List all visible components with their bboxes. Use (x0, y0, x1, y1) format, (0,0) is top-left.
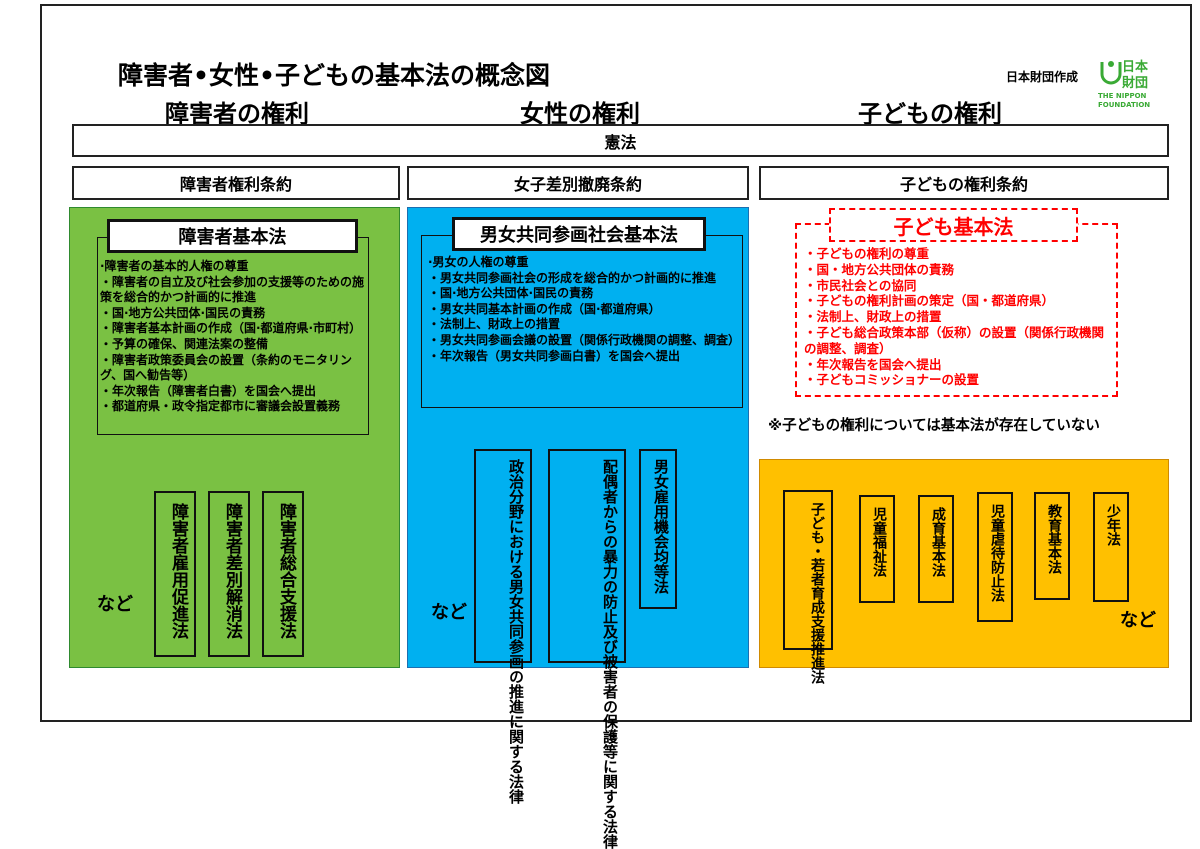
logo-text-en-1: THE NIPPON (1098, 92, 1147, 100)
women-law-items: ·男女の人権の尊重 ・男女共同参画社会の形成を総合的かつ計画的に推進 ・国·地方… (428, 255, 740, 364)
children-item: ・年次報告を国会へ提出 (804, 356, 942, 372)
children-law-items: ・子どもの権利の尊重 ・国・地方公共団体の責務 ・市民社会との協同 ・子どもの権… (804, 246, 1112, 388)
disability-panel (69, 207, 400, 668)
related-law-children-youth: 子ども・若者育成支援推進法 (783, 490, 833, 684)
children-law-title-text: 子ども基本法 (893, 214, 1014, 239)
related-law-disability-employment: 障害者雇用促進法 (154, 491, 196, 657)
related-law-women-employment: 男女雇用機会均等法 (639, 449, 677, 609)
disability-law-items: ·障害者の基本的人権の尊重 ・障害者の自立及び社会参加の支援等のための施策を総合… (100, 259, 368, 415)
disability-etc: など (97, 594, 133, 615)
related-law-women-politics: 政治分野における男女共同参画の推進に関する法律 (474, 449, 532, 804)
children-item: ・子どもの権利の尊重 (804, 246, 930, 261)
women-item: ・法制上、財政上の措置 (428, 317, 561, 332)
treaty-women-label: 女子差別撤廃条約 (513, 175, 642, 194)
children-item: ・法制上、財政上の措置 (804, 309, 942, 325)
disability-item: ·障害者の基本的人権の尊重 (100, 259, 249, 273)
logo-text-en-2: FOUNDATION (1098, 101, 1150, 109)
disability-item: ・障害者政策委員会の設置（条約のモニタリング、国へ勧告等） (100, 352, 353, 383)
children-etc: など (1120, 610, 1156, 631)
related-law-children-welfare: 児童福祉法 (859, 495, 895, 603)
treaty-disability-label: 障害者権利条約 (179, 175, 292, 194)
related-law-disability-support: 障害者総合支援法 (262, 491, 304, 657)
women-item: ·男女の人権の尊重 (428, 255, 529, 269)
women-law-title-text: 男女共同参画社会基本法 (480, 225, 678, 246)
disability-law-title-text: 障害者基本法 (178, 227, 287, 248)
children-law-title: 子ども基本法 (829, 208, 1078, 242)
women-panel (407, 207, 749, 668)
constitution-bar: 憲法 (72, 124, 1169, 157)
disability-item: ・障害者の自立及び社会参加の支援等のための施策を総合的かつ計画的に推進 (100, 274, 365, 305)
constitution-label: 憲法 (604, 132, 637, 152)
heading-women-rights: 女性の権利 (520, 100, 640, 128)
disability-item: ・障害者基本計画の作成（国·都道府県·市町村） (100, 321, 362, 336)
treaty-children-label: 子どもの権利条約 (899, 175, 1028, 194)
related-law-women-dv: 配偶者からの暴力の防止及び被害者の保護等に関する法律 (548, 449, 626, 849)
women-item: ・男女共同参画会議の設置（関係行政機関の調整、調査） (428, 332, 741, 347)
women-item: ・国·地方公共団体·国民の責務 (428, 286, 594, 301)
women-item: ・男女共同基本計画の作成（国·都道府県） (428, 301, 661, 316)
related-law-children-growth: 成育基本法 (918, 495, 954, 603)
outer-frame (40, 4, 1192, 722)
children-item: ・子ども総合政策本部（仮称）の設置（関係行政機関の調整、調査） (804, 324, 1105, 356)
logo-text-2: 財団 (1121, 75, 1148, 91)
disability-law-title: 障害者基本法 (107, 219, 358, 253)
heading-children-rights: 子どもの権利 (858, 100, 1002, 128)
related-law-children-juvenile: 少年法 (1093, 492, 1129, 602)
children-note: ※子どもの権利については基本法が存在していない (768, 418, 1100, 434)
disability-item: ・都道府県・政令指定都市に審議会設置義務 (100, 399, 341, 414)
disability-item: ・年次報告（障害者白書）を国会へ提出 (100, 383, 317, 398)
credit-label: 日本財団作成 (1006, 70, 1079, 84)
children-item: ・子どもコミッショナーの設置 (804, 372, 980, 388)
women-law-title: 男女共同参画社会基本法 (452, 217, 706, 251)
children-item: ・子どもの権利計画の策定（国・都道府県） (804, 293, 1055, 309)
women-item: ・年次報告（男女共同参画白書）を国会へ提出 (428, 348, 681, 363)
children-item: ・市民社会との協同 (804, 277, 917, 293)
related-law-disability-discrimination: 障害者差別解消法 (208, 491, 250, 657)
logo-text-1: 日本 (1122, 59, 1148, 75)
treaty-women: 女子差別撤廃条約 (407, 166, 749, 200)
related-law-children-education: 教育基本法 (1034, 492, 1070, 600)
page-title: 障害者•女性•子どもの基本法の概念図 (118, 61, 550, 90)
heading-disability-rights: 障害者の権利 (165, 100, 309, 128)
disability-item: ・国·地方公共団体·国民の責務 (100, 305, 266, 320)
women-etc: など (431, 602, 467, 623)
nippon-foundation-logo-icon: 日本 財団 THE NIPPON FOUNDATION (1098, 59, 1150, 109)
related-law-children-abuse: 児童虐待防止法 (977, 492, 1013, 622)
treaty-disability: 障害者権利条約 (72, 166, 400, 200)
women-item: ・男女共同参画社会の形成を総合的かつ計画的に推進 (428, 270, 717, 285)
disability-item: ・予算の確保、関連法案の整備 (100, 336, 269, 351)
nippon-foundation-logo: 日本 財団 THE NIPPON FOUNDATION (1096, 54, 1158, 110)
treaty-children: 子どもの権利条約 (759, 166, 1169, 200)
children-item: ・国・地方公共団体の責務 (804, 261, 955, 277)
